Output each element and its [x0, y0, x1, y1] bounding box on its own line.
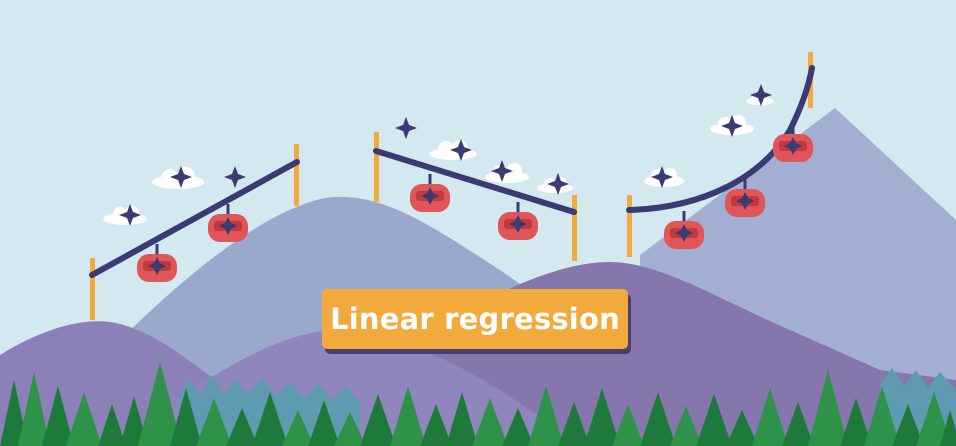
pine-tree-icon	[420, 404, 452, 446]
title-badge: Linear regression	[322, 289, 628, 349]
pine-tree-icon	[940, 410, 956, 446]
title-text: Linear regression	[330, 302, 620, 336]
cable-car-gondola-icon	[773, 124, 813, 162]
pine-tree-icon	[916, 392, 952, 446]
pine-tree-icon	[360, 394, 396, 446]
four-point-star-icon	[170, 166, 192, 188]
pine-tree-icon	[390, 386, 426, 446]
pine-tree-icon	[196, 398, 232, 446]
pole-right-1	[294, 144, 299, 206]
pine-tree-icon	[308, 400, 340, 446]
pine-tree-icon	[42, 386, 74, 446]
four-point-star-icon	[450, 139, 472, 161]
cable-car-gondola-icon	[498, 202, 538, 240]
pine-tree-icon	[170, 388, 202, 446]
pine-tree-icon	[226, 408, 258, 446]
pine-tree-icon	[640, 392, 676, 446]
pine-tree-icon	[66, 392, 102, 446]
pine-tree-icon	[472, 398, 508, 446]
four-point-star-icon	[547, 173, 569, 195]
pine-tree-icon	[120, 396, 148, 446]
foreground-forest	[0, 362, 956, 446]
pine-tree-icon	[502, 408, 534, 446]
pine-tree-icon	[612, 404, 644, 446]
cable-car-gondola-icon	[208, 204, 248, 242]
pine-tree-icon	[808, 370, 848, 446]
pine-tree-icon	[446, 392, 478, 446]
pine-tree-icon	[528, 386, 564, 446]
pine-tree-icon	[584, 388, 620, 446]
pine-tree-icon	[138, 362, 182, 446]
pine-tree-icon	[18, 372, 50, 446]
pine-tree-icon	[0, 380, 28, 446]
cable-car-gondola-icon	[410, 174, 450, 212]
four-point-star-icon	[750, 84, 772, 106]
pine-tree-icon	[334, 412, 366, 446]
cable-linear-down	[373, 148, 577, 215]
pole-left-1	[90, 258, 95, 320]
four-point-star-icon	[224, 166, 246, 188]
pine-tree-icon	[696, 394, 732, 446]
pine-tree-icon	[282, 410, 314, 446]
pine-tree-icon	[98, 404, 126, 446]
pine-tree-icon	[670, 406, 702, 446]
pine-tree-icon	[726, 410, 758, 446]
pine-tree-icon	[252, 392, 288, 446]
cloud-icon	[485, 163, 529, 183]
pine-tree-icon	[558, 402, 590, 446]
pole-left-3	[627, 195, 632, 257]
cable-linear-up	[89, 159, 300, 278]
pine-tree-icon	[752, 388, 788, 446]
pole-left-2	[374, 132, 379, 202]
cable-car-gondola-icon	[664, 211, 704, 249]
pine-tree-icon	[892, 404, 924, 446]
four-point-star-icon	[395, 117, 417, 139]
pine-tree-icon	[840, 398, 872, 446]
four-point-star-icon	[491, 160, 513, 182]
pine-tree-icon	[864, 386, 900, 446]
four-point-star-icon	[651, 166, 673, 188]
cable-car-gondola-icon	[725, 179, 765, 217]
cable-car-gondola-icon	[137, 244, 177, 282]
four-point-star-icon	[721, 115, 743, 137]
pole-right-2	[572, 195, 577, 261]
pine-tree-icon	[782, 402, 814, 446]
four-point-star-icon	[119, 204, 141, 226]
